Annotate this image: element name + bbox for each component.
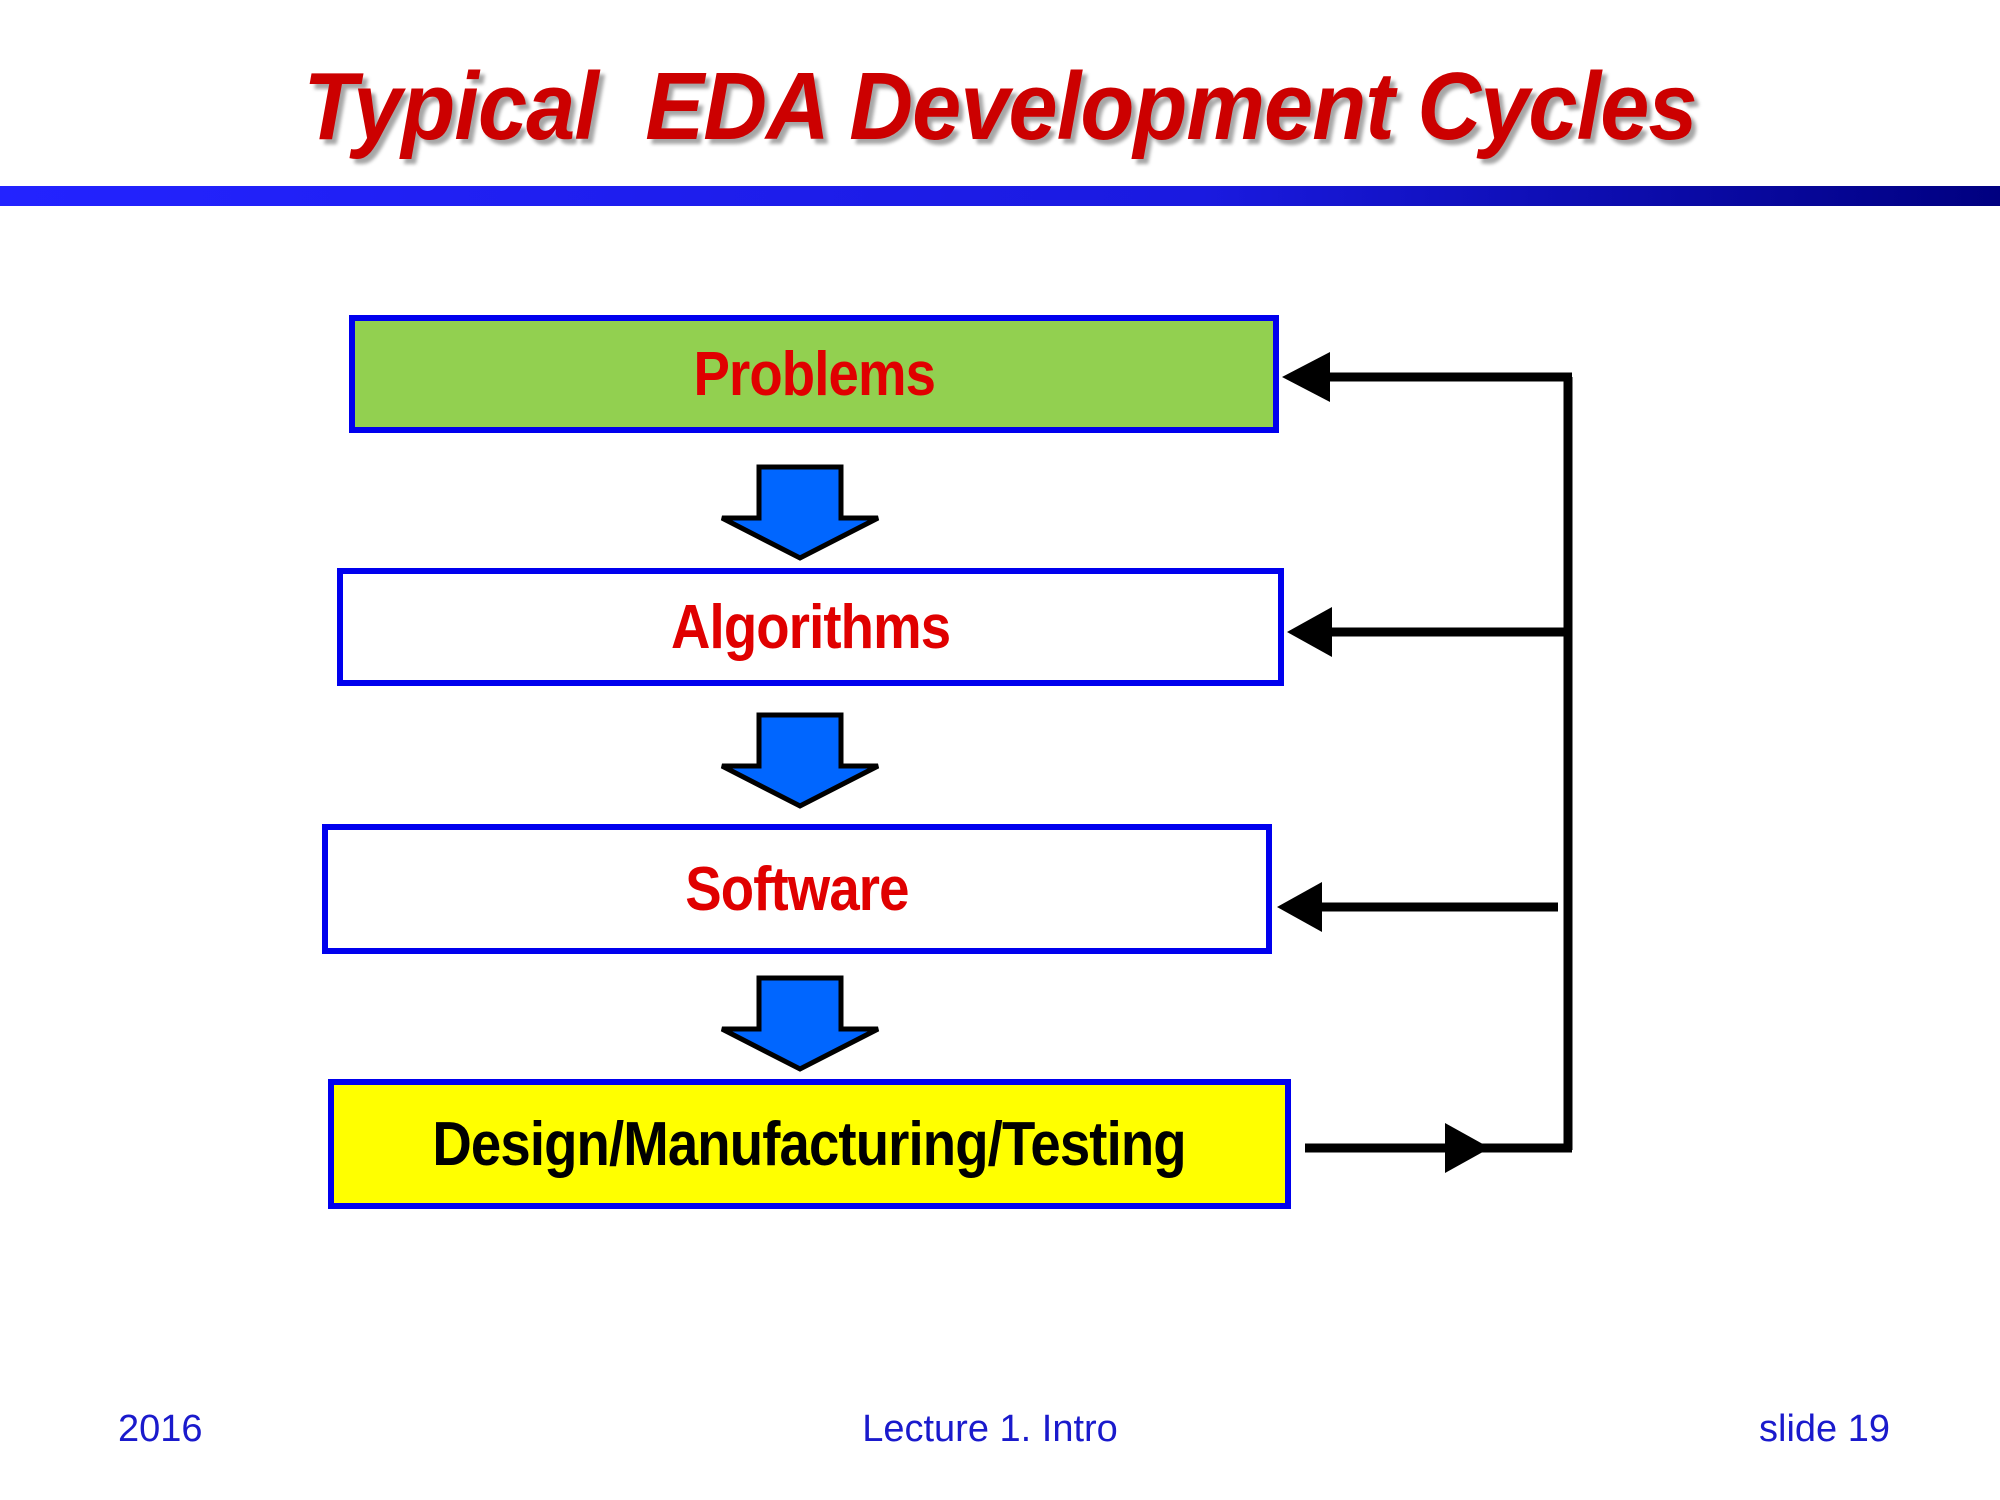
node-design: Design/Manufacturing/Testing — [328, 1079, 1291, 1209]
down-arrow-2 — [720, 712, 880, 809]
down-arrow-3 — [720, 975, 880, 1072]
feedback-arrowhead-design — [1445, 1123, 1490, 1173]
slide-title: Typical EDA Development Cycles — [303, 53, 1697, 160]
node-design-label: Design/Manufacturing/Testing — [432, 1109, 1187, 1179]
feedback-arrowhead-problems — [1282, 352, 1330, 402]
node-problems-label: Problems — [693, 339, 935, 409]
node-software: Software — [322, 824, 1272, 954]
down-arrow-1 — [720, 464, 880, 561]
feedback-arrowhead-algorithms — [1287, 607, 1332, 657]
title-divider — [0, 186, 2000, 206]
node-algorithms-label: Algorithms — [670, 592, 951, 662]
footer-year: 2016 — [118, 1408, 203, 1450]
node-problems: Problems — [349, 315, 1279, 433]
footer-slide-number: slide 19 — [1759, 1408, 1890, 1450]
footer-lecture: Lecture 1. Intro — [862, 1408, 1118, 1450]
feedback-arrowhead-software — [1277, 882, 1322, 932]
node-algorithms: Algorithms — [337, 568, 1284, 686]
node-software-label: Software — [685, 854, 909, 924]
